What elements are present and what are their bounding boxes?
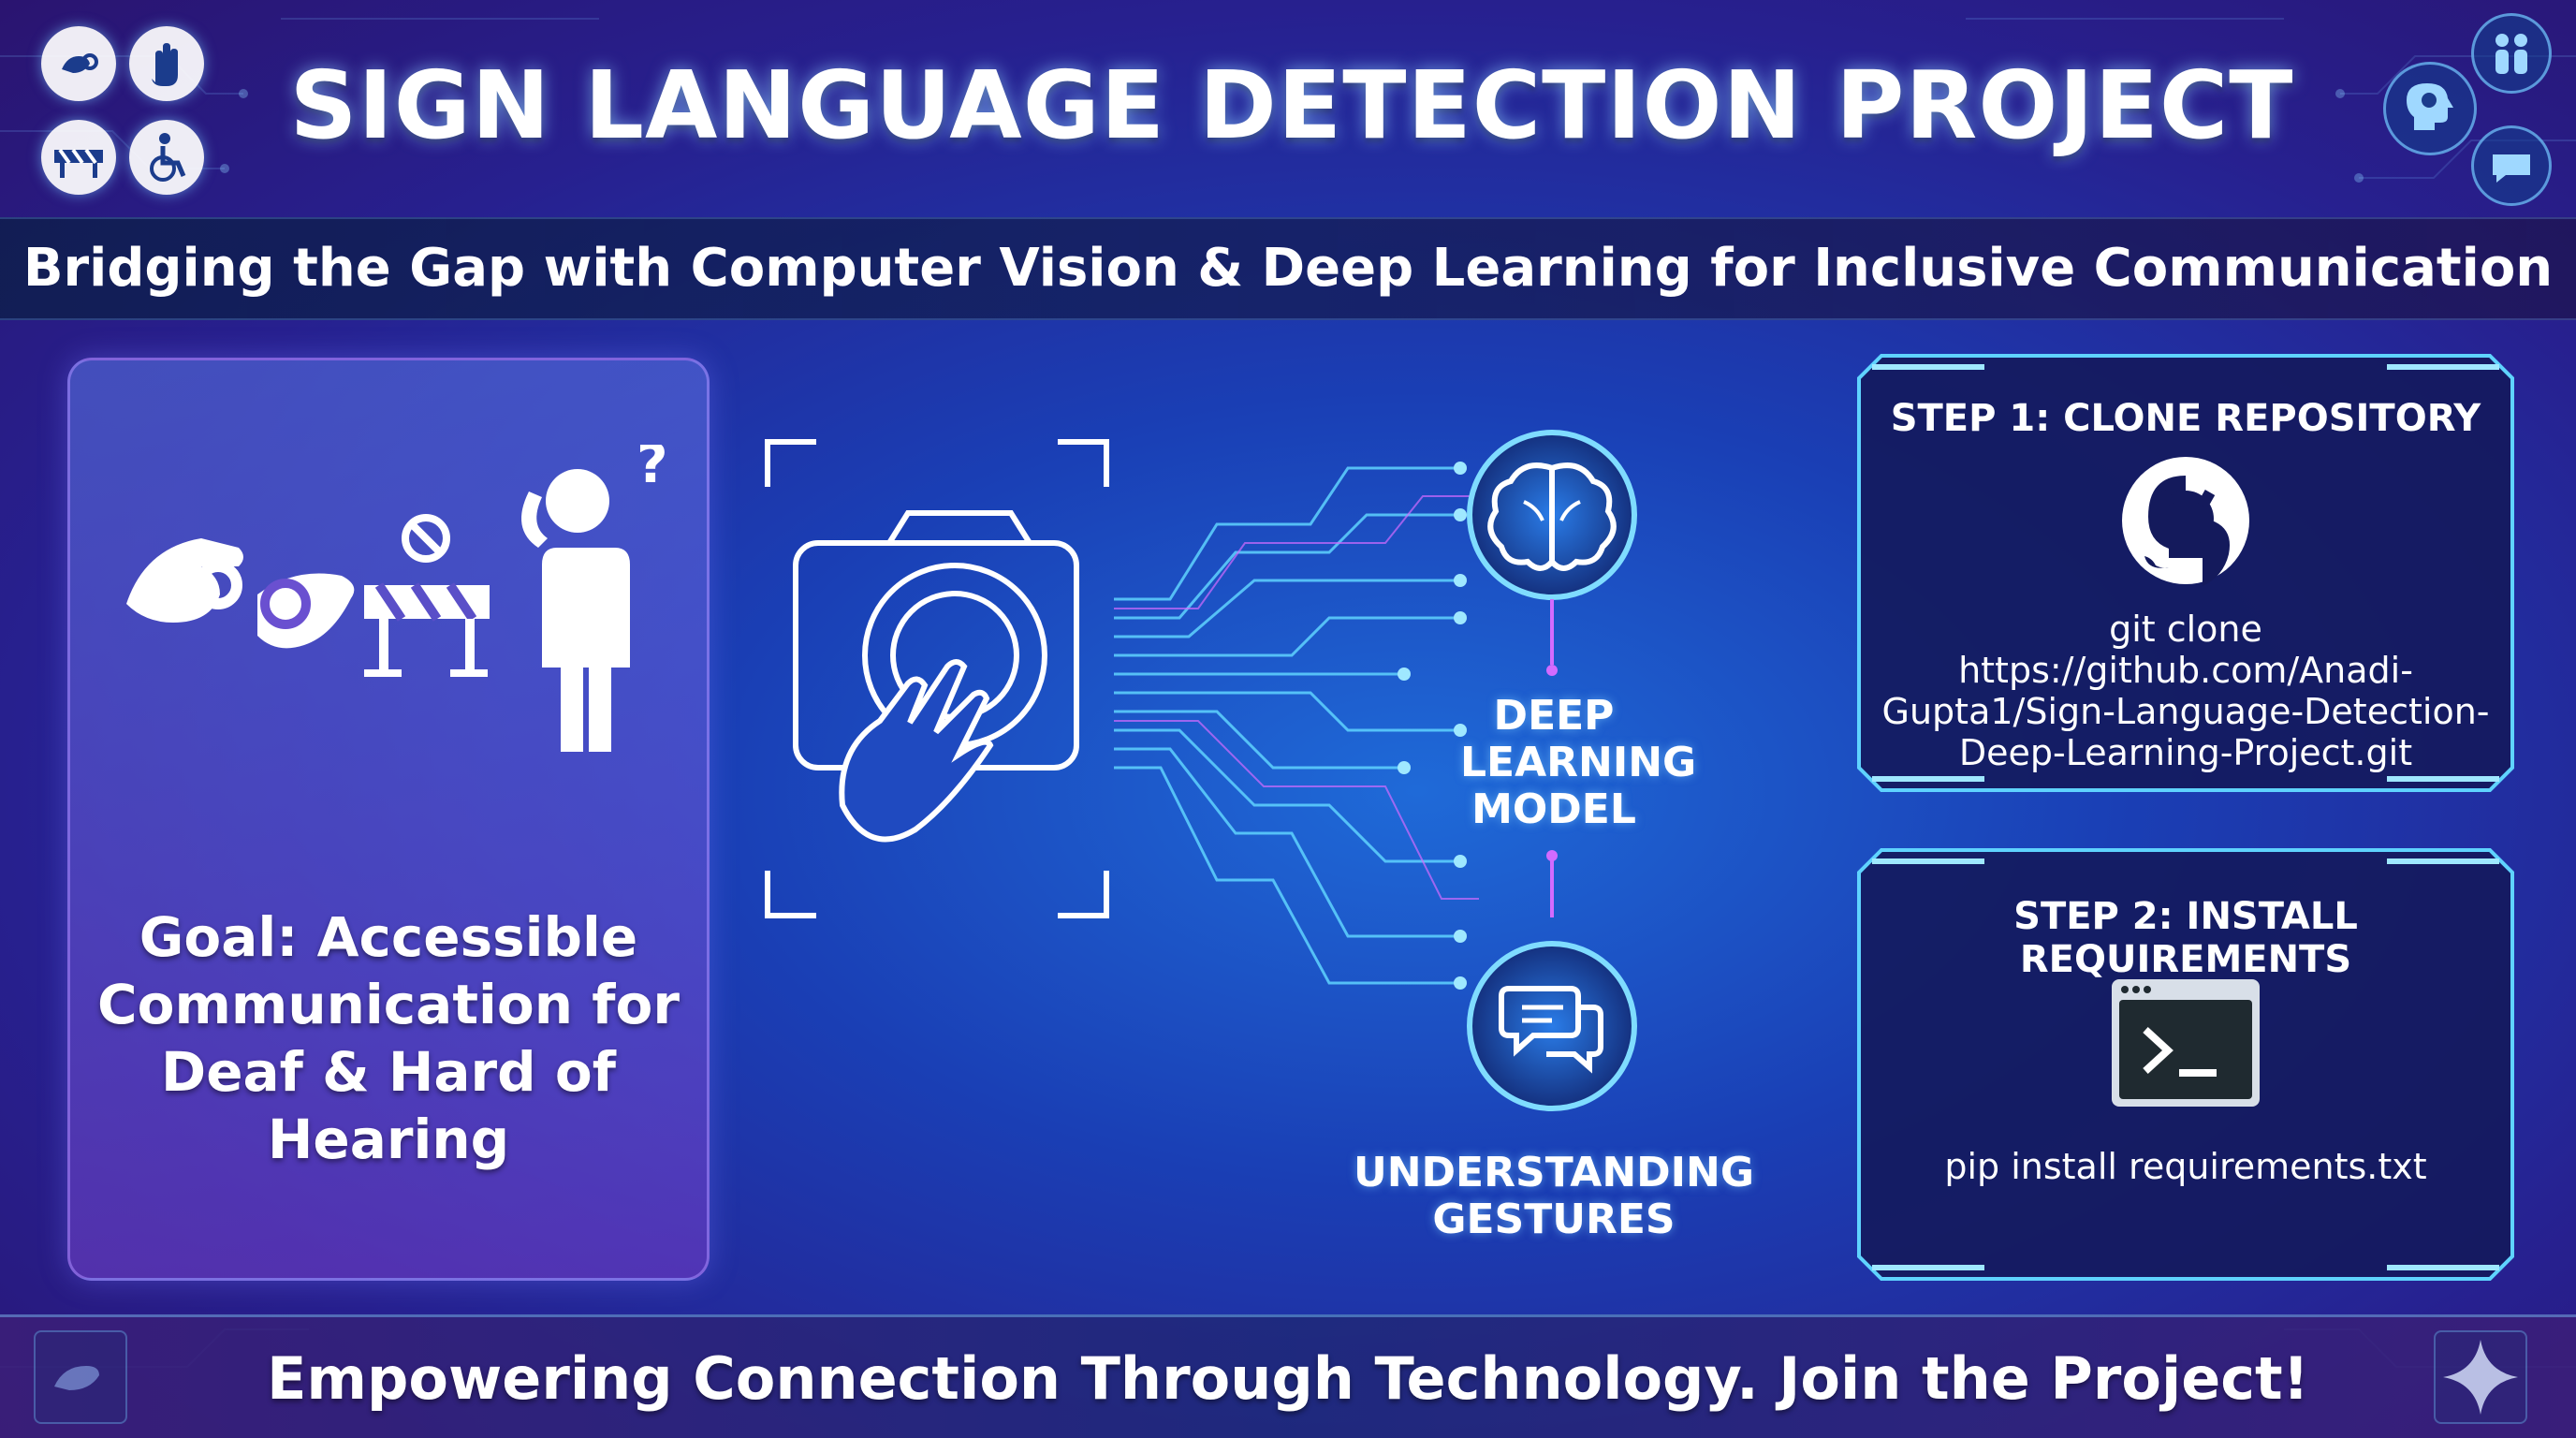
detection-pipeline-diagram xyxy=(765,430,1637,1111)
github-icon[interactable] xyxy=(2120,455,2251,586)
subtitle-band: Bridging the Gap with Computer Vision & … xyxy=(0,217,2576,320)
footer-sign-icon xyxy=(34,1330,127,1424)
step-1-panel: STEP 1: CLONE REPOSITORY git clone https… xyxy=(1853,350,2518,796)
step-2-panel: STEP 2: INSTALL REQUIREMENTS pip install… xyxy=(1853,844,2518,1284)
deep-learning-model-label: DEEP LEARNING MODEL xyxy=(1460,692,1697,833)
barrier-icon xyxy=(41,120,116,195)
speech-bubble-icon xyxy=(2471,125,2552,206)
goal-panel: ? Goal: Accessible Communication for Dea… xyxy=(67,358,710,1281)
raised-hand-icon xyxy=(129,26,204,101)
svg-text:?: ? xyxy=(637,445,668,495)
confused-person-icon: ? xyxy=(521,445,668,752)
sign-language-hands-icon xyxy=(126,538,355,649)
camera-hand-icon xyxy=(765,439,1109,918)
goal-text: Goal: Accessible Communication for Deaf … xyxy=(97,905,680,1171)
page-subtitle: Bridging the Gap with Computer Vision & … xyxy=(22,238,2554,299)
no-entry-barrier-icon xyxy=(364,514,490,677)
terminal-icon[interactable] xyxy=(2110,977,2261,1108)
people-icon xyxy=(2471,13,2552,94)
head-brain-icon xyxy=(2383,62,2477,155)
step-1-title: STEP 1: CLONE REPOSITORY xyxy=(1890,397,2481,440)
step-1-command: git clone https://github.com/Anadi-Gupta… xyxy=(1881,609,2490,773)
brain-icon xyxy=(1467,430,1637,600)
step-2-title: STEP 2: INSTALL REQUIREMENTS xyxy=(2013,895,2358,981)
page-title: SIGN LANGUAGE DETECTION PROJECT xyxy=(289,51,2294,160)
footer-sparkle-icon xyxy=(2434,1330,2527,1424)
sign-language-icon xyxy=(41,26,116,101)
chat-bubbles-icon xyxy=(1467,941,1637,1111)
footer-band: Empowering Connection Through Technology… xyxy=(0,1314,2576,1438)
wheelchair-icon xyxy=(129,120,204,195)
footer-text: Empowering Connection Through Technology… xyxy=(267,1344,2309,1413)
understanding-gestures-label: UNDERSTANDING GESTURES xyxy=(1353,1149,1754,1243)
goal-illustration: ? xyxy=(126,445,668,752)
step-2-command: pip install requirements.txt xyxy=(1944,1146,2427,1187)
